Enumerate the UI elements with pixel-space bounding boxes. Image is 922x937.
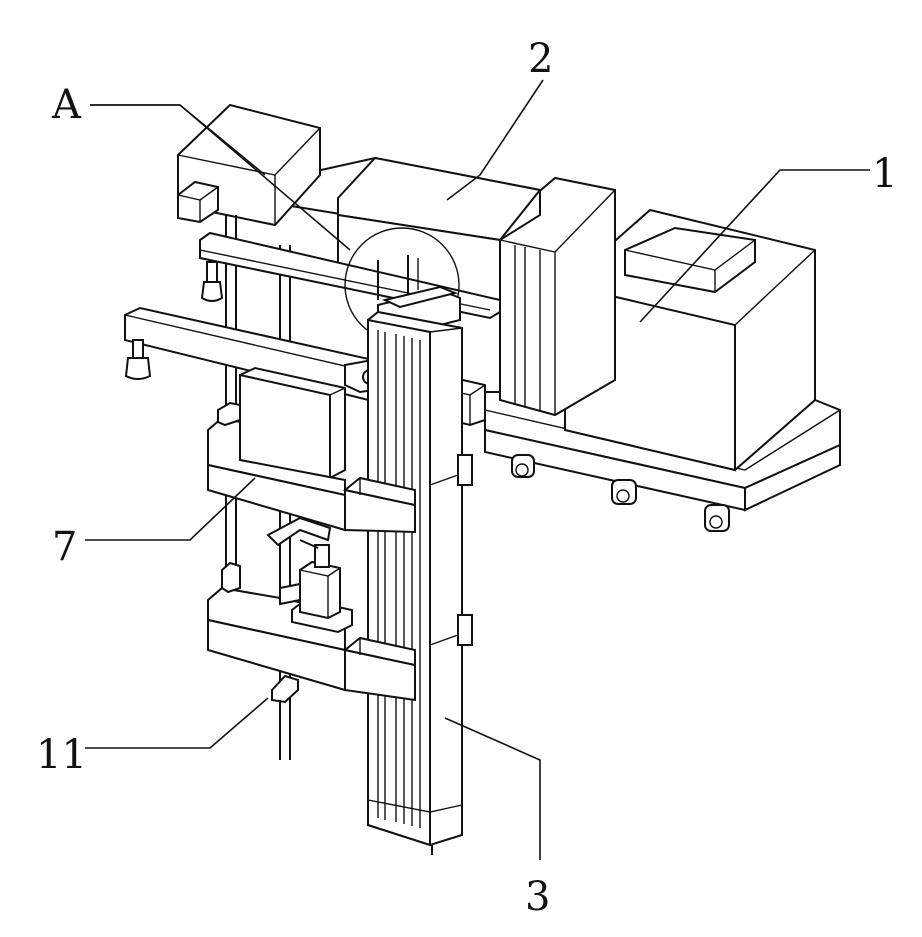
label-2: 2 (528, 36, 553, 82)
vertical-mast (368, 312, 462, 855)
label-a: A (51, 82, 82, 128)
label-1: 1 (872, 151, 897, 197)
label-3: 3 (525, 874, 550, 920)
label-11: 11 (36, 732, 87, 778)
lower-support-11 (272, 676, 298, 755)
label-7: 7 (52, 524, 77, 570)
